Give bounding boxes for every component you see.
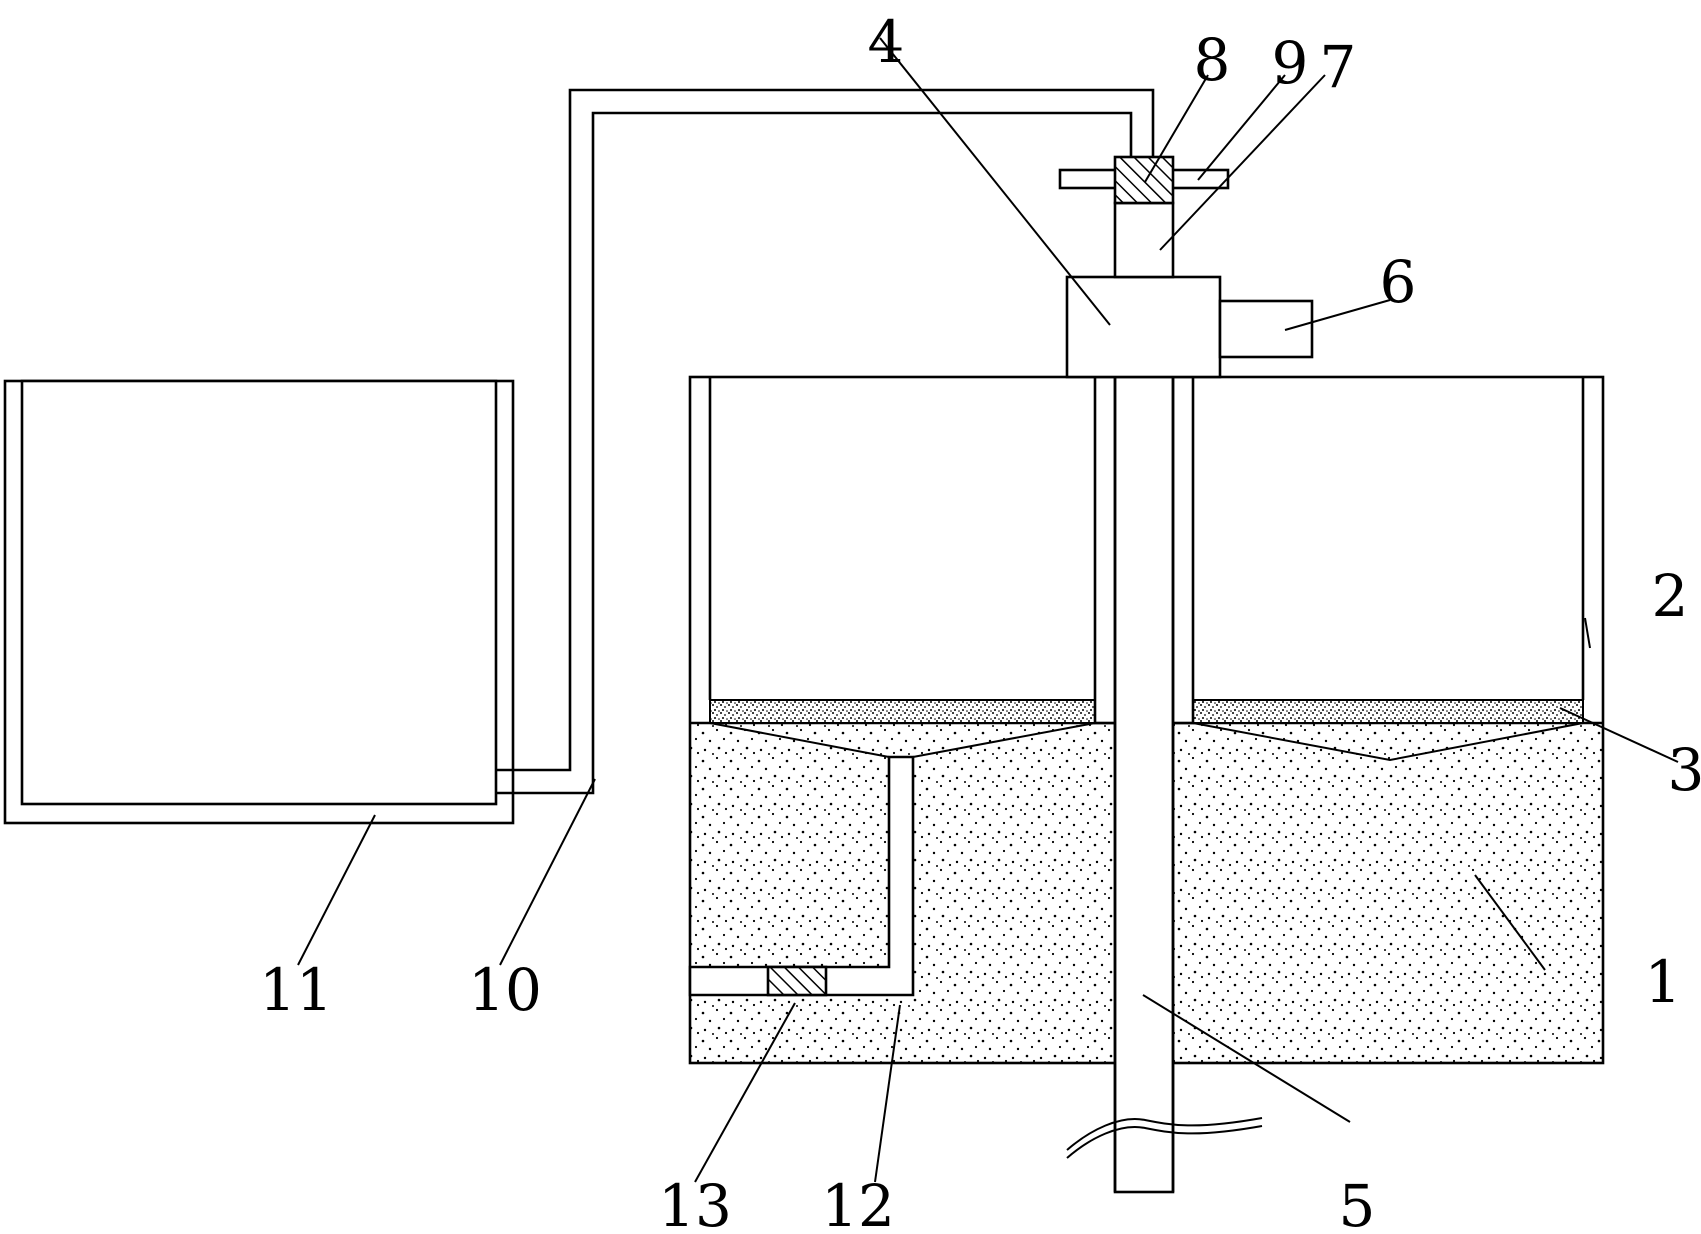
label-6: 6 <box>1380 248 1417 316</box>
leader-lines <box>297 37 1679 1183</box>
label-7: 7 <box>1320 33 1357 101</box>
drain-pipe <box>688 755 915 997</box>
vertical-tube <box>1113 201 1175 279</box>
label-10: 10 <box>468 956 542 1024</box>
drain-valve <box>766 965 828 997</box>
drill-shaft <box>1066 375 1263 1194</box>
water-pipe <box>496 88 1155 795</box>
label-1: 1 <box>1645 948 1682 1016</box>
label-3: 3 <box>1668 736 1701 804</box>
label-4: 4 <box>868 8 905 76</box>
label-11: 11 <box>259 956 333 1024</box>
label-5: 5 <box>1339 1172 1376 1234</box>
label-2: 2 <box>1652 562 1689 630</box>
label-12: 12 <box>821 1172 895 1234</box>
label-8: 8 <box>1194 26 1231 94</box>
part-labels: 1 2 3 4 5 6 7 8 9 10 11 12 13 <box>259 8 1701 1234</box>
label-13: 13 <box>658 1172 732 1234</box>
water-tank <box>3 379 515 825</box>
hatched-block <box>1113 155 1175 205</box>
side-unit <box>1218 299 1314 359</box>
motor-box <box>1065 275 1222 379</box>
label-9: 9 <box>1272 29 1309 97</box>
